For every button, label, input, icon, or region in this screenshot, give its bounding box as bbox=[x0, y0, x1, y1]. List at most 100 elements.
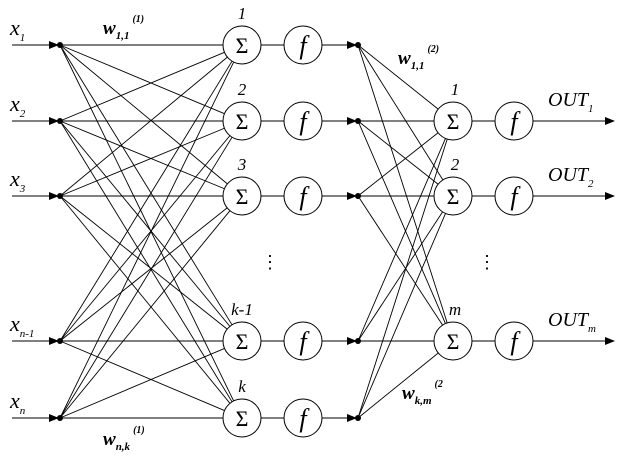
input-node-dot bbox=[57, 118, 63, 124]
weight-connection bbox=[59, 340, 225, 412]
output-activation-node bbox=[494, 101, 534, 141]
activation-symbol: f bbox=[299, 31, 310, 60]
sum-symbol: Σ bbox=[447, 329, 460, 354]
weight-connection bbox=[357, 138, 448, 419]
sum-symbol: Σ bbox=[236, 329, 249, 354]
weight-connection bbox=[59, 44, 225, 115]
weight-connection bbox=[59, 120, 233, 403]
weight-connection bbox=[59, 120, 231, 327]
input-label: xn bbox=[9, 388, 26, 417]
weight-connection bbox=[357, 44, 439, 110]
weight-connection bbox=[357, 352, 439, 419]
weight-label-w11-layer1: w1,1(1) bbox=[103, 14, 144, 42]
hidden-neuron-index: 2 bbox=[238, 80, 247, 99]
activation-symbol: f bbox=[299, 327, 310, 356]
hidden-sum-node bbox=[222, 25, 262, 65]
input-node-dot bbox=[57, 42, 63, 48]
weight-label-w11-layer2: w1,1(2) bbox=[398, 44, 439, 72]
sum-symbol: Σ bbox=[447, 184, 460, 209]
hidden-node-dot bbox=[355, 193, 361, 199]
weight-connection bbox=[357, 138, 446, 342]
input-node-dot bbox=[57, 415, 63, 421]
weight-connection bbox=[59, 210, 231, 419]
weight-label-wkm-layer2: wk,m(2 bbox=[402, 379, 443, 407]
layer1-connections bbox=[59, 44, 235, 419]
input-label: x3 bbox=[9, 166, 26, 195]
input-label: xn-1 bbox=[9, 311, 34, 340]
output-sum-node bbox=[433, 176, 473, 216]
hidden-activation-node bbox=[283, 25, 323, 65]
hidden-sum-node bbox=[222, 101, 262, 141]
input-node-dot bbox=[57, 193, 63, 199]
weight-connection bbox=[59, 44, 233, 326]
hidden-node-dot bbox=[355, 415, 361, 421]
output-activation-node bbox=[494, 321, 534, 361]
weight-connection bbox=[59, 120, 225, 190]
sum-symbol: Σ bbox=[447, 109, 460, 134]
weight-connection bbox=[59, 61, 235, 419]
hidden-sum-node bbox=[222, 398, 262, 438]
layer2-connections bbox=[357, 44, 448, 419]
weight-connection bbox=[59, 56, 228, 197]
ellipsis: ⋮ bbox=[478, 252, 496, 272]
weight-connection bbox=[357, 120, 446, 324]
hidden-neuron-index: 3 bbox=[237, 155, 247, 174]
weight-connection bbox=[357, 44, 448, 324]
weight-connection bbox=[59, 60, 233, 342]
sum-symbol: Σ bbox=[236, 109, 249, 134]
weight-connection bbox=[59, 207, 228, 342]
sum-symbol: Σ bbox=[236, 406, 249, 431]
input-label: x2 bbox=[9, 91, 26, 120]
hidden-node-dot bbox=[355, 42, 361, 48]
output-neuron-index: 2 bbox=[451, 155, 460, 174]
horizontal-lines bbox=[12, 41, 615, 422]
hidden-sum-node bbox=[222, 321, 262, 361]
weight-connection bbox=[59, 195, 228, 330]
output-sum-node bbox=[433, 321, 473, 361]
hidden-neuron-index: 1 bbox=[238, 4, 247, 23]
weight-connection bbox=[59, 44, 235, 402]
hidden-sum-node bbox=[222, 176, 262, 216]
hidden-activation-node bbox=[283, 101, 323, 141]
output-neuron-index: m bbox=[449, 300, 461, 319]
weight-connection bbox=[59, 195, 231, 404]
weight-connection bbox=[59, 127, 225, 197]
hidden-activation-node bbox=[283, 321, 323, 361]
activation-symbol: f bbox=[299, 182, 310, 211]
nodes bbox=[57, 25, 534, 438]
weight-connection bbox=[357, 213, 446, 419]
hidden-neuron-index: k bbox=[238, 377, 246, 396]
weight-connection bbox=[357, 132, 439, 197]
hidden-neuron-index: k-1 bbox=[231, 300, 253, 319]
sum-symbol: Σ bbox=[236, 33, 249, 58]
weight-connection bbox=[357, 120, 439, 185]
output-neuron-index: 1 bbox=[451, 80, 460, 99]
output-sum-node bbox=[433, 101, 473, 141]
activation-symbol: f bbox=[510, 107, 521, 136]
weight-connection bbox=[357, 211, 443, 342]
output-label: OUTm bbox=[548, 309, 596, 335]
hidden-activation-node bbox=[283, 176, 323, 216]
weight-connection bbox=[357, 195, 443, 326]
ellipsis: ⋮ bbox=[261, 252, 279, 272]
hidden-node-dot bbox=[355, 338, 361, 344]
input-node-dot bbox=[57, 338, 63, 344]
weight-connection bbox=[357, 44, 444, 181]
hidden-activation-node bbox=[283, 398, 323, 438]
weight-label-wnk-layer1: wn,k(1) bbox=[103, 425, 145, 453]
output-activation-node bbox=[494, 176, 534, 216]
weight-connection bbox=[59, 44, 228, 185]
weight-connection bbox=[59, 347, 225, 419]
activation-symbol: f bbox=[299, 107, 310, 136]
sum-symbol: Σ bbox=[236, 184, 249, 209]
activation-symbol: f bbox=[510, 327, 521, 356]
output-label: OUT1 bbox=[548, 89, 594, 115]
weight-connection bbox=[59, 136, 233, 419]
hidden-node-dot bbox=[355, 118, 361, 124]
weight-connection bbox=[59, 135, 231, 342]
activation-symbol: f bbox=[510, 182, 521, 211]
activation-symbol: f bbox=[299, 404, 310, 433]
weight-connection bbox=[59, 51, 225, 122]
